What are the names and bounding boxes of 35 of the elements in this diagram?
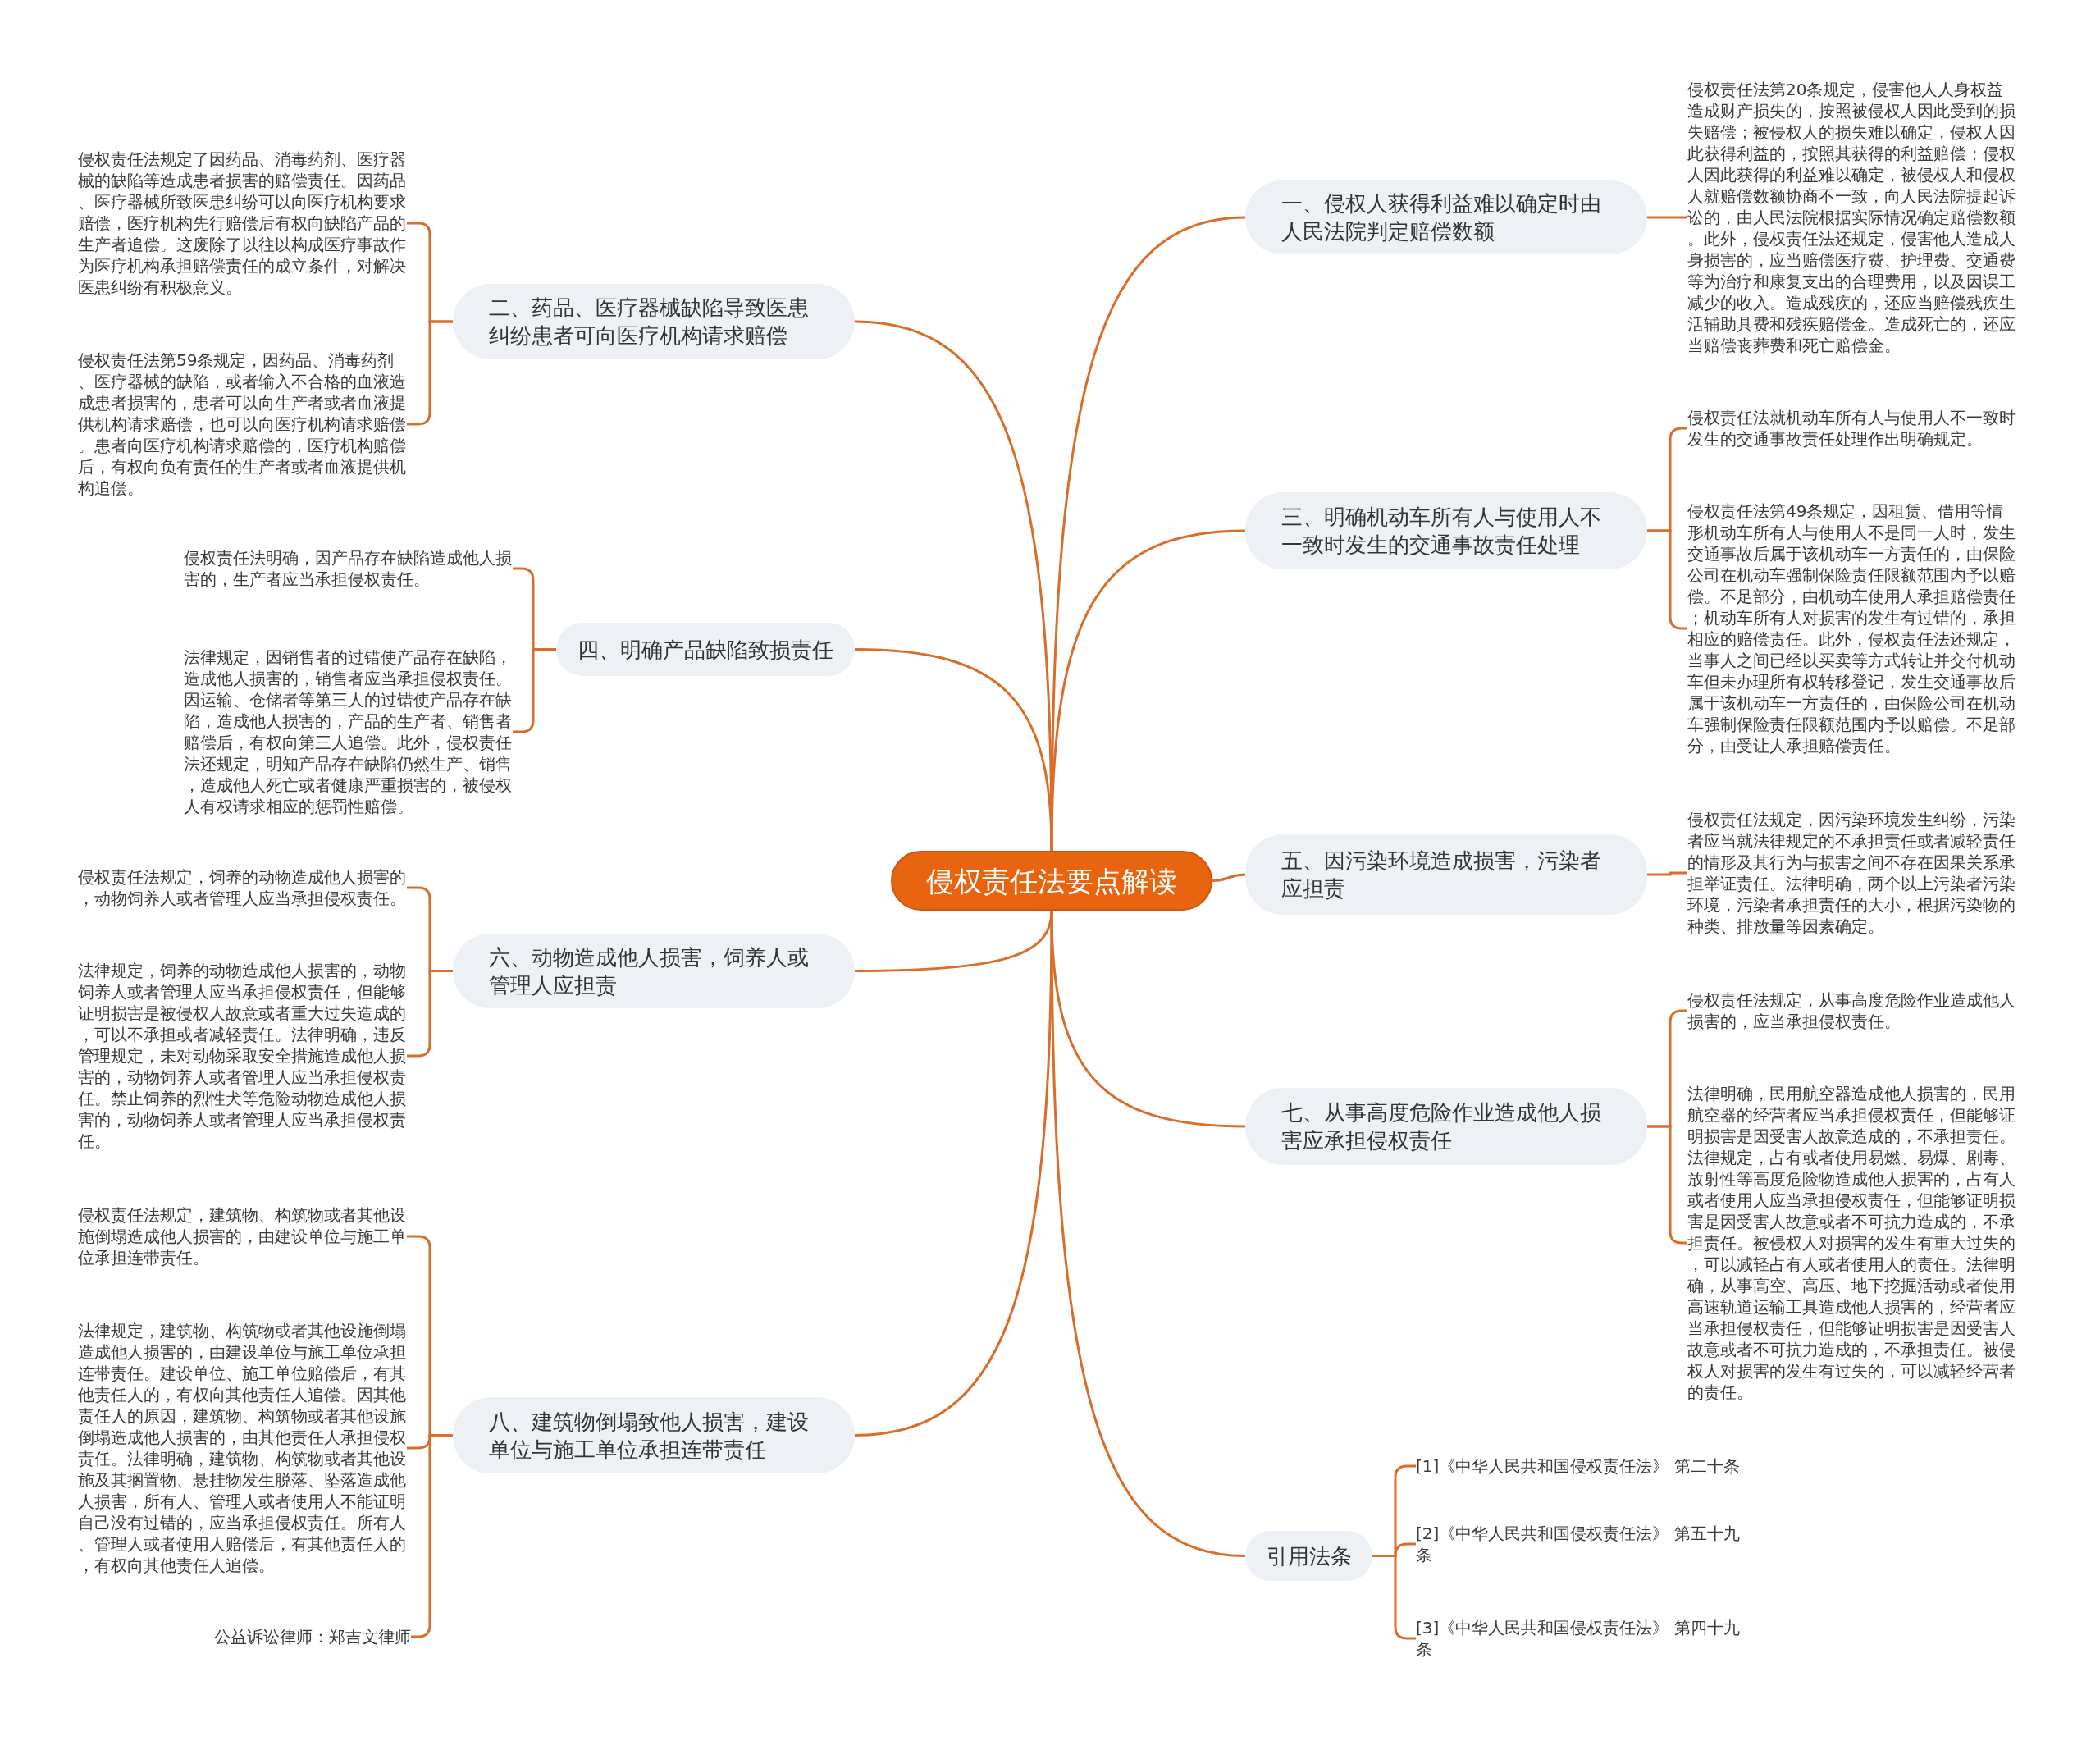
topic-box: 五、因污染环境造成损害，污染者应担责 xyxy=(1245,834,1647,915)
branch-line xyxy=(1050,911,1246,1557)
reference-text: [3]《中华人民共和国侵权责任法》 第四十九条 xyxy=(1416,1617,1746,1660)
note-text: 法律明确，民用航空器造成他人损害的，民用航空器的经营者应当承担侵权责任，但能够证明损害是因受害人故意造成的，不承担责任。法律规定，占有或者使用易燃、易爆、剧毒、放射性等高度危险物造成他人损害的，占有人或者使用人应当承担侵权责任，但能够证明损害是因受害人故意或者不可抗力造成的，不承担责任。被侵权人对损害的发生有重大过失的，可以减轻占有人或者使用人的责任。法律明确，从事高空、高压、地下挖掘活动或者使用高速轨道运输工具造成他人损害的，经营者应当承担侵权责任，但能够证明损害是因受害人故意或者不可抗力造成的，不承担责任。被侵权人对损害的发生有过失的，可以减轻经营者的责任。 xyxy=(1687,1083,2016,1403)
topic-box: 六、动物造成他人损害，饲养人或管理人应担责 xyxy=(453,934,855,1008)
bracket-line xyxy=(1647,871,1687,876)
branch-line xyxy=(1050,216,1246,851)
note-text: 侵权责任法规定，饲养的动物造成他人损害的，动物饲养人或者管理人应当承担侵权责任。 xyxy=(78,866,407,909)
topic-box: 引用法条 xyxy=(1245,1531,1372,1581)
note-text: 法律规定，建筑物、构筑物或者其他设施倒塌造成他人损害的，由建设单位与施工单位承担连带责任。建设单位、施工单位赔偿后，有其他责任人的，有权向其他责任人追偿。因其他责任人的原因，建筑物、构筑物或者其他设施倒塌造成他人损害的，由其他责任人承担侵权责任。法律明确，建筑物、构筑物或者其他设施及其搁置物、悬挂物发生脱落、坠落造成他人损害，所有人、管理人或者使用人不能证明自己没有过错的，应当承担侵权责任。所有人、管理人或者使用人赔偿后，有其他责任人的，有权向其他责任人追偿。 xyxy=(78,1320,407,1576)
branch-line xyxy=(1212,873,1246,882)
note-text: 侵权责任法第59条规定，因药品、消毒药剂、医疗器械的缺陷，或者输入不合格的血液造成患者损害的，患者可以向生产者或者血液提供机构请求赔偿，也可以向医疗机构请求赔偿。患者向医疗机构请求赔偿的，医疗机构赔偿后，有权向负有责任的生产者或者血液提供机构追偿。 xyxy=(78,349,407,499)
bracket-line xyxy=(1647,216,1687,219)
note-text: 法律规定，因销售者的过错使产品存在缺陷，造成他人损害的，销售者应当承担侵权责任。因运输、仓储者等第三人的过错使产品存在缺陷，造成他人损害的，产品的生产者、销售者赔偿后，有权向第三人追偿。此外，侵权责任法还规定，明知产品存在缺陷仍然生产、销售，造成他人死亡或者健康严重损害的，被侵权人有权请求相应的惩罚性赔偿。 xyxy=(184,646,513,817)
note-text: 侵权责任法规定，建筑物、构筑物或者其他设施倒塌造成他人损害的，由建设单位与施工单位承担连带责任。 xyxy=(78,1204,407,1268)
note-text: 侵权责任法明确，因产品存在缺陷造成他人损害的，生产者应当承担侵权责任。 xyxy=(184,547,513,590)
note-text: 侵权责任法规定了因药品、消毒药剂、医疗器械的缺陷等造成患者损害的赔偿责任。因药品、医疗器械所致医患纠纷可以向医疗机构要求赔偿，医疗机构先行赔偿后有权向缺陷产品的生产者追偿。这废除了以往以构成医疗事故作为医疗机构承担赔偿责任的成立条件，对解决医患纠纷有积极意义。 xyxy=(78,148,407,298)
topic-box: 四、明确产品缺陷致损责任 xyxy=(556,623,855,676)
note-text: 侵权责任法规定，从事高度危险作业造成他人损害的，应当承担侵权责任。 xyxy=(1687,989,2016,1032)
author-note: 公益诉讼律师：郑吉文律师 xyxy=(214,1626,411,1647)
topic-box: 二、药品、医疗器械缺陷导致医患纠纷患者可向医疗机构请求赔偿 xyxy=(453,284,855,359)
branch-line xyxy=(854,911,1053,1437)
topic-box: 七、从事高度危险作业造成他人损害应承担侵权责任 xyxy=(1245,1088,1647,1165)
note-text: 侵权责任法规定，因污染环境发生纠纷，污染者应当就法律规定的不承担责任或者减轻责任的情形及其行为与损害之间不存在因果关系承担举证责任。法律明确，两个以上污染者污染环境，污染者承担责任的大小，根据污染物的种类、排放量等因素确定。 xyxy=(1687,809,2016,937)
note-text: 侵权责任法第20条规定，侵害他人人身权益造成财产损失的，按照被侵权人因此受到的损失赔偿；被侵权人的损失难以确定，侵权人因此获得利益的，按照其获得的利益赔偿；侵权人因此获得的利益难以确定，被侵权人和侵权人就赔偿数额协商不一致，向人民法院提起诉讼的，由人民法院根据实际情况确定赔偿数额。此外，侵权责任法还规定，侵害他人造成人身损害的，应当赔偿医疗费、护理费、交通费等为治疗和康复支出的合理费用，以及因误工减少的收入。造成残疾的，还应当赔偿残疾生活辅助具费和残疾赔偿金。造成死亡的，还应当赔偿丧葬费和死亡赔偿金。 xyxy=(1687,79,2016,356)
central-topic-box: 侵权责任法要点解读 xyxy=(891,851,1212,911)
reference-text: [2]《中华人民共和国侵权责任法》 第五十九条 xyxy=(1416,1523,1746,1565)
note-text: 侵权责任法第49条规定，因租赁、借用等情形机动车所有人与使用人不是同一人时，发生交通事故后属于该机动车一方责任的，由保险公司在机动车强制保险责任限额范围内予以赔偿。不足部分，由机动车使用人承担赔偿责任；机动车所有人对损害的发生有过错的，承担相应的赔偿责任。此外，侵权责任法还规定，当事人之间已经以买卖等方式转让并交付机动车但未办理所有权转移登记，发生交通事故后属于该机动车一方责任的，由保险公司在机动车强制保险责任限额范围内予以赔偿。不足部分，由受让人承担赔偿责任。 xyxy=(1687,500,2016,756)
topic-box: 一、侵权人获得利益难以确定时由人民法院判定赔偿数额 xyxy=(1245,180,1647,254)
topic-box: 八、建筑物倒塌致他人损害，建设单位与施工单位承担连带责任 xyxy=(453,1397,855,1473)
note-text: 侵权责任法就机动车所有人与使用人不一致时发生的交通事故责任处理作出明确规定。 xyxy=(1687,407,2016,450)
note-text: 法律规定，饲养的动物造成他人损害的，动物饲养人或者管理人应当承担侵权责任，但能够证明损害是被侵权人故意或者重大过失造成的，可以不承担或者减轻责任。法律明确，违反管理规定，未对动物采取安全措施造成他人损害的，动物饲养人或者管理人应当承担侵权责任。禁止饲养的烈性犬等危险动物造成他人损害的，动物饲养人或者管理人应当承担侵权责任。 xyxy=(78,960,407,1152)
topic-box: 三、明确机动车所有人与使用人不一致时发生的交通事故责任处理 xyxy=(1245,492,1647,569)
branch-line xyxy=(854,648,1053,852)
reference-text: [1]《中华人民共和国侵权责任法》 第二十条 xyxy=(1416,1455,1746,1477)
